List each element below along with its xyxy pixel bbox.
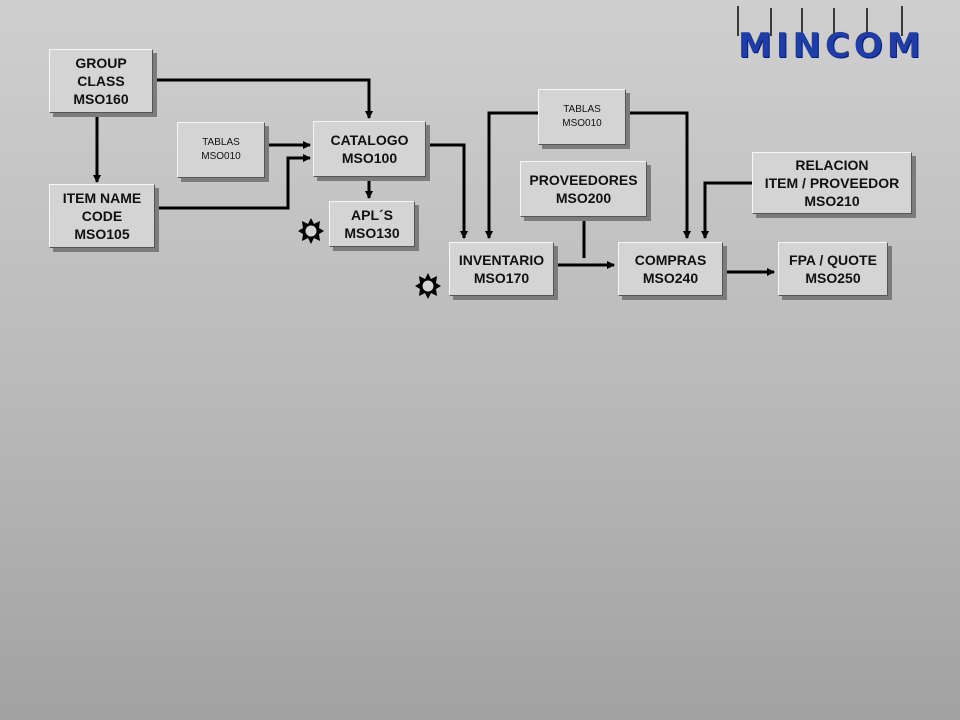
link-tablas-to-compras xyxy=(626,111,691,239)
box-compras: COMPRAS MSO240 xyxy=(618,242,723,296)
box-proveedores: PROVEEDORES MSO200 xyxy=(520,161,647,217)
box-tablas-top-label: TABLAS MSO010 xyxy=(562,104,602,129)
link-group-to-catalogo xyxy=(153,78,373,119)
box-apls-label: APL´S MSO130 xyxy=(344,207,400,241)
box-fpa-quote-label: FPA / QUOTE MSO250 xyxy=(789,252,877,286)
link-relacion-to-compras xyxy=(701,181,752,239)
box-compras-label: COMPRAS MSO240 xyxy=(634,252,707,286)
box-tablas-left-label: TABLAS MSO010 xyxy=(201,137,241,162)
logo-ticks xyxy=(737,6,903,36)
box-inventario: INVENTARIO MSO170 xyxy=(449,242,554,296)
box-catalogo: CATALOGO MSO100 xyxy=(313,121,426,177)
link-itemname-to-catalogo xyxy=(155,154,311,210)
link-tablas-to-inventario xyxy=(485,111,538,239)
box-group-class-label: GROUP CLASS MSO160 xyxy=(73,55,129,107)
box-tablas-left: TABLAS MSO010 xyxy=(177,122,265,178)
box-catalogo-label: CATALOGO MSO100 xyxy=(330,132,409,166)
starburst-icon xyxy=(298,218,324,244)
box-relacion: RELACION ITEM / PROVEEDOR MSO210 xyxy=(752,152,912,214)
box-proveedores-label: PROVEEDORES MSO200 xyxy=(529,172,638,206)
logo-text: MINCOM xyxy=(738,26,925,66)
box-item-name-code-label: ITEM NAME CODE MSO105 xyxy=(62,190,142,242)
box-fpa-quote: FPA / QUOTE MSO250 xyxy=(778,242,888,296)
box-tablas-top: TABLAS MSO010 xyxy=(538,89,626,145)
box-apls: APL´S MSO130 xyxy=(329,201,415,247)
box-inventario-label: INVENTARIO MSO170 xyxy=(458,252,545,286)
box-item-name-code: ITEM NAME CODE MSO105 xyxy=(49,184,155,248)
starburst-icon xyxy=(415,273,441,299)
box-group-class: GROUP CLASS MSO160 xyxy=(49,49,153,113)
box-relacion-label: RELACION ITEM / PROVEEDOR MSO210 xyxy=(764,157,900,209)
link-catalogo-to-inventario xyxy=(426,143,468,239)
mincom-logo: MINCOM xyxy=(736,2,946,66)
